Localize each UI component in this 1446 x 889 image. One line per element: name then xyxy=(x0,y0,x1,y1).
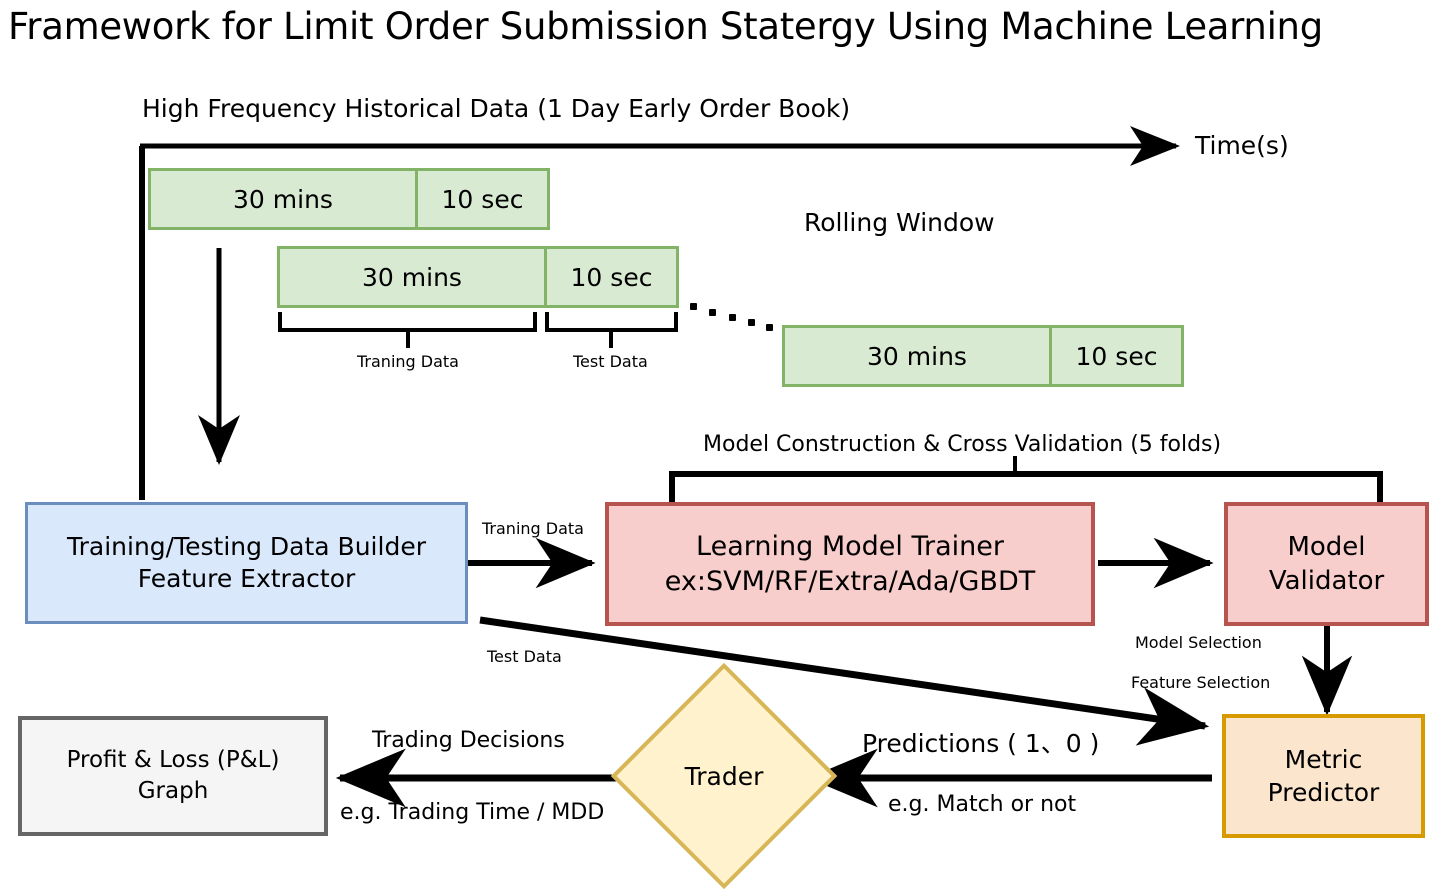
brace-label-test: Test Data xyxy=(573,352,648,371)
node-trader[interactable]: Trader xyxy=(610,662,838,889)
window-1-train-cell: 30 mins xyxy=(151,171,415,227)
time-axis-label: Time(s) xyxy=(1195,131,1289,160)
window-2-train-label: 30 mins xyxy=(362,262,462,292)
window-1-test-label: 10 sec xyxy=(441,184,524,214)
edge-label-feature-selection: Feature Selection xyxy=(1131,673,1271,692)
model-trainer-line1: Learning Model Trainer xyxy=(696,531,1004,562)
trader-label-wrap: Trader xyxy=(644,696,804,856)
model-validator-line2: Validator xyxy=(1268,566,1385,596)
node-model-validator[interactable]: Model Validator xyxy=(1224,502,1429,626)
window-2-divider xyxy=(544,249,547,305)
edge-label-trading-decisions: Trading Decisions xyxy=(372,728,565,753)
window-2-train-cell: 30 mins xyxy=(280,249,544,305)
node-metric-predictor[interactable]: Metric Predictor xyxy=(1222,714,1425,838)
edge-label-test-data: Test Data xyxy=(487,647,562,666)
data-builder-line2: Feature Extractor xyxy=(137,564,356,593)
edge-label-trading-decisions-note: e.g. Trading Time / MDD xyxy=(340,800,605,825)
model-trainer-line2: ex:SVM/RF/Extra/Ada/GBDT xyxy=(664,566,1036,597)
window-1-train-label: 30 mins xyxy=(233,184,333,214)
ellipsis-dot xyxy=(748,319,755,326)
page-title: Framework for Limit Order Submission Sta… xyxy=(8,5,1323,48)
node-data-builder[interactable]: Training/Testing Data Builder Feature Ex… xyxy=(25,502,468,624)
pnl-graph-line2: Graph xyxy=(137,778,209,804)
edge-label-training-data: Traning Data xyxy=(482,519,584,538)
window-1-test-cell: 10 sec xyxy=(418,171,547,227)
edge-label-predictions: Predictions ( 1、0 ) xyxy=(862,729,1100,758)
window-3-test-label: 10 sec xyxy=(1075,341,1158,371)
pnl-graph-line1: Profit & Loss (P&L) xyxy=(66,747,280,773)
cv-bracket-label: Model Construction & Cross Validation (5… xyxy=(703,432,1222,457)
rolling-window-1: 30 mins 10 sec xyxy=(148,168,550,230)
metric-predictor-line1: Metric xyxy=(1284,745,1363,774)
data-builder-line1: Training/Testing Data Builder xyxy=(67,532,426,561)
model-validator-line1: Model xyxy=(1287,532,1366,562)
node-model-trainer[interactable]: Learning Model Trainer ex:SVM/RF/Extra/A… xyxy=(605,502,1095,626)
window-3-test-cell: 10 sec xyxy=(1052,328,1181,384)
brace-label-training: Traning Data xyxy=(357,352,459,371)
window-3-train-cell: 30 mins xyxy=(785,328,1049,384)
diagram-canvas: Framework for Limit Order Submission Sta… xyxy=(8,5,1429,889)
window-1-divider xyxy=(415,171,418,227)
rolling-window-label: Rolling Window xyxy=(804,208,995,237)
rolling-window-3: 30 mins 10 sec xyxy=(782,325,1184,387)
ellipsis-dot xyxy=(690,303,697,310)
window-3-train-label: 30 mins xyxy=(867,341,967,371)
window-2-test-cell: 10 sec xyxy=(547,249,676,305)
node-pnl-graph[interactable]: Profit & Loss (P&L) Graph xyxy=(18,716,328,836)
ellipsis-dot xyxy=(766,324,773,331)
trader-label: Trader xyxy=(684,761,764,791)
timeline-caption: High Frequency Historical Data (1 Day Ea… xyxy=(142,94,851,123)
window-3-divider xyxy=(1049,328,1052,384)
ellipsis-dot xyxy=(709,309,716,316)
rolling-window-2: 30 mins 10 sec xyxy=(277,246,679,308)
edge-label-predictions-note: e.g. Match or not xyxy=(888,792,1077,817)
window-2-test-label: 10 sec xyxy=(570,262,653,292)
ellipsis-dot xyxy=(729,314,736,321)
edge-label-model-selection: Model Selection xyxy=(1135,633,1262,652)
metric-predictor-line2: Predictor xyxy=(1267,778,1380,807)
